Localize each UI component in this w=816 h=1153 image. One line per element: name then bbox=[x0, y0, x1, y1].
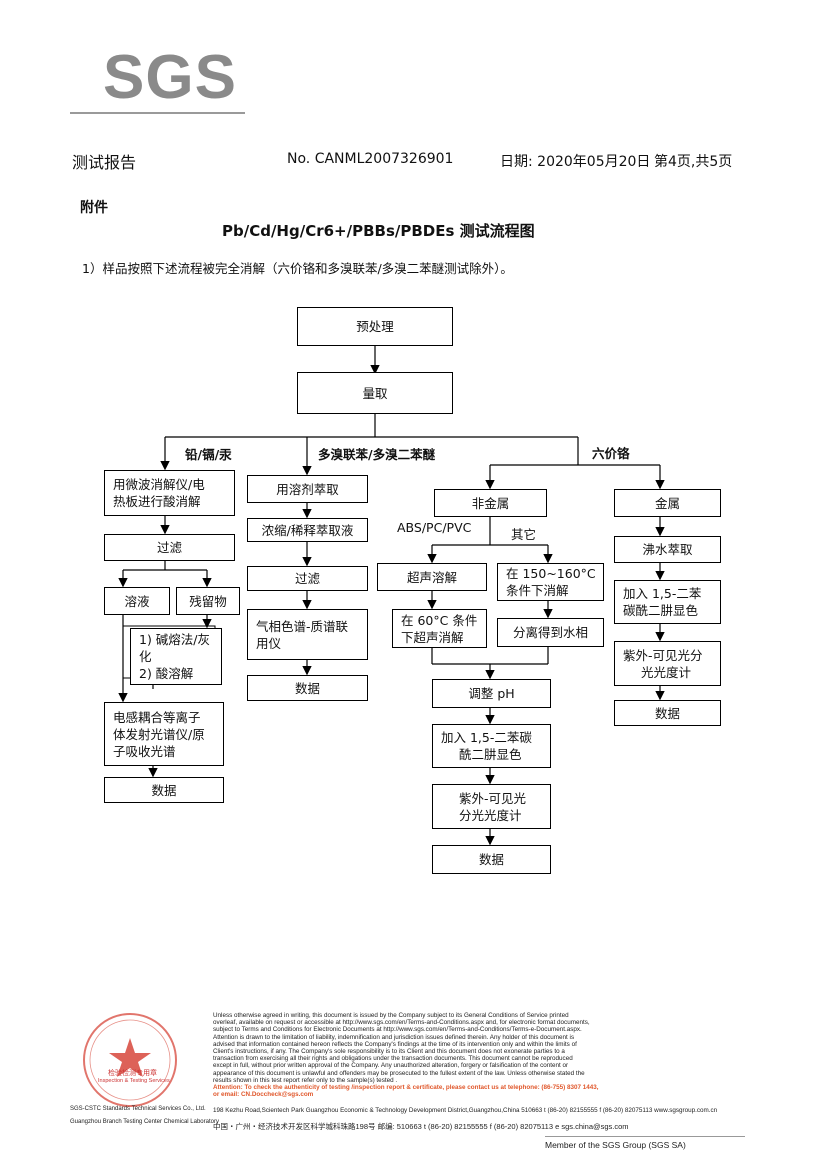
footer-attention-line2: or email: CN.Doccheck@sgs.com bbox=[213, 1091, 314, 1099]
sgs-logo-text: SGS bbox=[103, 43, 237, 112]
annex-label: 附件 bbox=[80, 200, 108, 216]
stamp-subtext: Inspection & Testing Services bbox=[98, 1078, 170, 1084]
ultrasonic-60c-line1: 在 60°C 条件 bbox=[401, 612, 478, 628]
footer-attention-line1: Attention: To check the authenticity of … bbox=[213, 1084, 599, 1092]
flow-metal-uv-vis: 紫外-可见光分 光光度计 bbox=[614, 641, 721, 686]
footer-address-en: 198 Kezhu Road,Scientech Park Guangzhou … bbox=[213, 1107, 718, 1114]
flow-pbb-data: 数据 bbox=[247, 675, 368, 701]
flow-icp-aas: 电感耦合等离子 体发射光谱仪/原 子吸收光谱 bbox=[104, 702, 224, 766]
disclaimer-line: results shown in this test report refer … bbox=[213, 1076, 398, 1084]
gcms-line2: 用仪 bbox=[256, 635, 282, 651]
footer-company-en-1: SGS-CSTC Standards Technical Services Co… bbox=[70, 1106, 206, 1112]
footer-company-en-2: Guangzhou Branch Testing Center Chemical… bbox=[70, 1119, 219, 1125]
label-other: 其它 bbox=[511, 527, 537, 542]
flow-uv-vis: 紫外-可见光 分光光度计 bbox=[432, 784, 551, 829]
metal-uv-vis-line2: 光光度计 bbox=[641, 664, 692, 680]
flow-concentrate: 浓缩/稀释萃取液 bbox=[247, 518, 368, 542]
add-dpc-line2: 酰二肼显色 bbox=[459, 747, 522, 762]
flow-pretreatment: 预处理 bbox=[297, 307, 453, 346]
icp-aas-line1: 电感耦合等离子 bbox=[113, 709, 201, 725]
disclaimer-line: advised that information contained hereo… bbox=[213, 1040, 577, 1048]
flow-add-dpc: 加入 1,5-二苯碳 酰二肼显色 bbox=[432, 724, 551, 768]
acid-digestion-line1: 用微波消解仪/电 bbox=[113, 477, 205, 492]
footer-disclaimer: Unless otherwise agreed in writing, this… bbox=[213, 1012, 598, 1098]
branch-label-pbb: 多溴联苯/多溴二苯醚 bbox=[318, 447, 436, 462]
stamp-text: 检验检测专用章 bbox=[108, 1069, 157, 1077]
page-number: 第4页,共5页 bbox=[654, 154, 733, 170]
icp-aas-line2: 体发射光谱仪/原 bbox=[113, 726, 205, 742]
icp-aas-line3: 子吸收光谱 bbox=[113, 743, 176, 759]
metal-add-dpc-line2: 碳酰二肼显色 bbox=[623, 603, 699, 618]
sgs-logo: SGS bbox=[70, 40, 245, 114]
flow-measure: 量取 bbox=[297, 372, 453, 414]
gcms-line1: 气相色谱-质谱联 bbox=[256, 618, 349, 634]
disclaimer-line: transaction from exercising all their ri… bbox=[213, 1055, 573, 1063]
company-stamp bbox=[83, 1013, 177, 1107]
flow-metal-add-dpc: 加入 1,5-二苯 碳酰二肼显色 bbox=[614, 580, 721, 624]
footer-address-cn: 中国・广州・经济技术开发区科学城科珠路198号 邮编: 510663 t (86… bbox=[213, 1122, 629, 1131]
uv-vis-line2: 分光光度计 bbox=[459, 807, 522, 823]
flow-metals-data: 数据 bbox=[104, 777, 224, 803]
disclaimer-line: except in full, without prior written ap… bbox=[213, 1062, 569, 1070]
heat-digest-line1: 在 150~160°C bbox=[506, 566, 596, 581]
footer-member: Member of the SGS Group (SGS SA) bbox=[545, 1140, 686, 1150]
flow-cr6-data: 数据 bbox=[432, 845, 551, 874]
disclaimer-line: Client's instructions, if any. The Compa… bbox=[213, 1048, 565, 1056]
flow-residue-treatment: 1) 碱熔法/灰化 2) 酸溶解 bbox=[130, 628, 222, 685]
label-abs-pc-pvc: ABS/PC/PVC bbox=[397, 520, 472, 535]
report-title: 测试报告 bbox=[72, 153, 137, 172]
disclaimer-line: subject to Terms and Conditions for Elec… bbox=[213, 1026, 582, 1034]
acid-digestion-line2: 热板进行酸消解 bbox=[113, 494, 201, 509]
metal-uv-vis-line1: 紫外-可见光分 bbox=[623, 647, 703, 663]
flow-solvent-extraction: 用溶剂萃取 bbox=[247, 475, 368, 503]
flow-connectors bbox=[118, 346, 665, 846]
flow-residue: 残留物 bbox=[176, 587, 240, 615]
disclaimer-line: appearance of this document is unlawful … bbox=[213, 1069, 585, 1077]
flow-gcms: 气相色谱-质谱联 用仪 bbox=[247, 609, 368, 660]
flow-adjust-ph: 调整 pH bbox=[432, 679, 551, 708]
branch-label-cr6: 六价铬 bbox=[592, 446, 630, 461]
branch-label-metals: 铅/镉/汞 bbox=[185, 447, 232, 462]
flow-ultrasonic-60c: 在 60°C 条件 下超声消解 bbox=[392, 609, 487, 648]
residue-treatment-line2: 2) 酸溶解 bbox=[139, 666, 194, 681]
flow-solution: 溶液 bbox=[104, 587, 170, 615]
disclaimer-line: Attention is drawn to the limitation of … bbox=[213, 1033, 575, 1041]
flow-nonmetal: 非金属 bbox=[434, 489, 547, 517]
report-date: 日期: 2020年05月20日 bbox=[500, 154, 651, 170]
flow-acid-digestion: 用微波消解仪/电 热板进行酸消解 bbox=[104, 470, 235, 516]
heat-digest-line2: 条件下消解 bbox=[506, 583, 569, 598]
add-dpc-line1: 加入 1,5-二苯碳 bbox=[441, 730, 532, 745]
ultrasonic-60c-line2: 下超声消解 bbox=[401, 629, 464, 645]
flow-heat-digest: 在 150~160°C 条件下消解 bbox=[497, 563, 604, 601]
flow-separate-aqueous: 分离得到水相 bbox=[497, 618, 604, 647]
flow-metal-data: 数据 bbox=[614, 700, 721, 726]
report-number: No. CANML2007326901 bbox=[287, 151, 454, 167]
residue-treatment-line1: 1) 碱熔法/灰化 bbox=[139, 632, 211, 664]
flow-metal: 金属 bbox=[614, 489, 721, 517]
uv-vis-line1: 紫外-可见光 bbox=[459, 790, 527, 806]
flow-metals-filter: 过滤 bbox=[104, 534, 235, 561]
intro-text: 1）样品按照下述流程被完全消解（六价铬和多溴联苯/多溴二苯醚测试除外）。 bbox=[82, 261, 513, 276]
flow-boiling-water-extract: 沸水萃取 bbox=[614, 536, 721, 563]
flow-ultrasonic-dissolve: 超声溶解 bbox=[377, 563, 487, 591]
flow-chart-title: Pb/Cd/Hg/Cr6+/PBBs/PBDEs 测试流程图 bbox=[222, 222, 535, 240]
flow-pbb-filter: 过滤 bbox=[247, 566, 368, 591]
footer-divider bbox=[545, 1136, 745, 1137]
disclaimer-line: Unless otherwise agreed in writing, this… bbox=[213, 1012, 569, 1019]
disclaimer-line: overleaf, available on request or access… bbox=[213, 1019, 590, 1027]
metal-add-dpc-line1: 加入 1,5-二苯 bbox=[623, 586, 702, 601]
